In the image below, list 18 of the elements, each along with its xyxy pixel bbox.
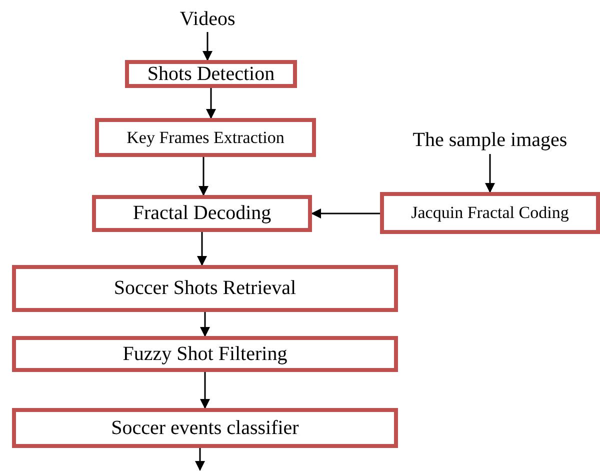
- arrow: [200, 372, 210, 409]
- arrow: [195, 448, 205, 471]
- process-box: Fuzzy Shot Filtering: [12, 336, 398, 372]
- input-label: The sample images: [395, 126, 585, 154]
- arrow: [200, 312, 210, 337]
- process-box: Key Frames Extraction: [95, 118, 316, 157]
- process-box: Jacquin Fractal Coding: [380, 192, 600, 234]
- arrow: [197, 232, 207, 266]
- process-box: Soccer events classifier: [12, 408, 398, 448]
- input-label: Videos: [170, 6, 245, 32]
- arrow: [198, 157, 208, 196]
- arrow: [206, 88, 216, 119]
- arrow: [485, 154, 495, 193]
- arrow: [202, 32, 212, 61]
- process-box: Shots Detection: [125, 60, 297, 88]
- arrow: [311, 208, 380, 218]
- process-box: Soccer Shots Retrieval: [12, 265, 398, 312]
- process-box: Fractal Decoding: [92, 195, 312, 232]
